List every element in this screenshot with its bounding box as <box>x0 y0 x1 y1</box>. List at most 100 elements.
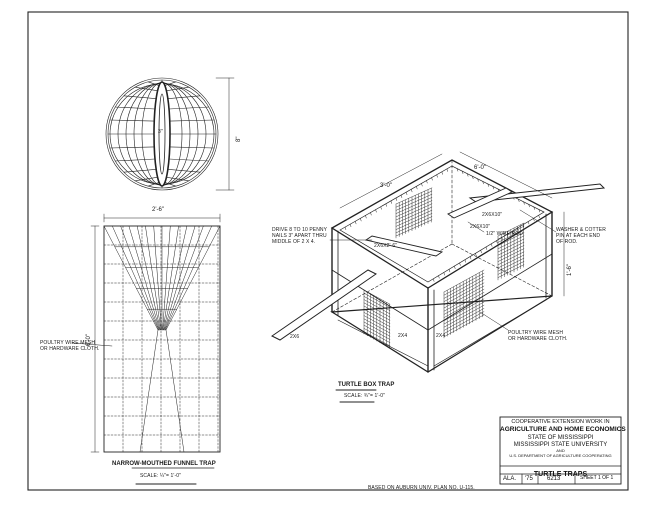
mesh-panel-back <box>395 209 433 227</box>
label-2x6: 2X6 <box>290 334 300 340</box>
title-block-frame <box>335 389 622 485</box>
mesh-panel-front-right <box>443 298 485 322</box>
title-block-line2: AGRICULTURE AND HOME ECONOMICS <box>500 426 626 433</box>
mesh-panel-front-left <box>363 315 391 331</box>
box-trap-title: TURTLE BOX TRAP <box>338 382 395 388</box>
frame-tick <box>496 240 498 244</box>
funnel-radial-line <box>169 146 215 149</box>
funnel-radial-line <box>163 181 177 187</box>
funnel-wire <box>103 225 159 331</box>
mesh-panel-front-left <box>363 296 391 311</box>
funnel-wire <box>164 225 196 331</box>
title-block-line4: MISSISSIPPI STATE UNIVERSITY <box>513 442 608 448</box>
washer-note-1: WASHER & COTTER <box>556 227 606 233</box>
frame-tick <box>487 183 489 187</box>
mesh-panel-front-right <box>443 272 485 296</box>
frame-tick <box>512 230 514 234</box>
mesh-panel-front-right <box>443 276 485 299</box>
mesh-panel-front-right <box>443 311 485 334</box>
funnel-wire <box>128 225 160 331</box>
frame-tick <box>431 177 433 181</box>
frame-tick <box>533 206 535 210</box>
washer-note-3: OF ROD. <box>556 239 578 245</box>
mesh-panel-right <box>497 232 525 246</box>
poultry-wire-left-1: POULTRY WIRE MESH <box>40 340 96 346</box>
circle-diameter-dim: 8" <box>236 136 242 142</box>
frame-tick <box>523 201 525 205</box>
frame-tick <box>454 265 456 269</box>
mesh-panel-back <box>395 193 433 211</box>
mesh-panel-front-right <box>443 301 485 325</box>
frame-tick <box>533 218 535 222</box>
frame-tick <box>538 209 540 213</box>
mesh-panel-back <box>395 200 433 218</box>
title-block-state: ALA. <box>503 476 517 482</box>
mesh-panel-right <box>497 241 525 256</box>
mesh-panel-front-right <box>443 314 485 338</box>
funnel-radial-line <box>168 158 210 162</box>
poultry-wire-left-2: OR HARDWARE CLOTH. <box>40 346 100 352</box>
title-block: COOPERATIVE EXTENSION WORK IN AGRICULTUR… <box>500 417 626 484</box>
frame-tick <box>459 262 461 266</box>
turtle-box-trap <box>271 151 606 373</box>
frame-tick <box>375 209 377 213</box>
frame-tick <box>441 171 443 175</box>
frame-tick <box>448 269 451 273</box>
box-side-dim: 6'-0" <box>474 165 486 171</box>
frame-tick <box>370 212 372 216</box>
frame-tick <box>355 221 357 225</box>
funnel-top-dim: 2'-6" <box>152 207 164 213</box>
mesh-panel-front-right <box>443 295 485 318</box>
mesh-panel-front-right <box>443 285 485 309</box>
drive-nails-2: NAILS 3" APART THRU <box>272 233 327 239</box>
title-block-plan-no: 6213 <box>547 476 561 482</box>
funnel-wire <box>165 225 212 331</box>
frame-tick <box>400 194 403 198</box>
mesh-panel-right <box>497 261 525 275</box>
funnel-wire <box>164 225 204 331</box>
mesh-panel-front-right <box>443 269 485 293</box>
funnel-radial-line <box>134 86 159 92</box>
frame-tick <box>390 200 392 204</box>
mesh-panel-front-right <box>443 304 485 328</box>
funnel-elevation <box>71 213 221 485</box>
frame-tick <box>501 237 503 241</box>
title-block-line3: STATE OF MISSISSIPPI <box>527 435 594 441</box>
frame-tick <box>461 170 464 174</box>
title-block-line1: COOPERATIVE EXTENSION WORK IN <box>511 419 610 425</box>
drawing-title: TURTLE TRAPS <box>533 471 588 478</box>
funnel-radial-line <box>147 81 161 87</box>
mesh-panel-front-left <box>363 308 391 324</box>
mesh-panel-back <box>395 206 433 224</box>
frame-tick <box>492 186 494 190</box>
funnel-radial-line <box>165 86 190 92</box>
mesh-panel-right <box>497 238 525 253</box>
based-on-note: BASED ON AUBURN UNIV. PLAN NO. U-115. <box>368 485 475 491</box>
frame-tick <box>344 226 347 230</box>
funnel-wire <box>112 225 159 331</box>
funnel-trap-scale: SCALE: ¼"= 1'-0" <box>140 473 181 479</box>
frame-tick <box>438 275 440 279</box>
mesh-panel-front-left <box>363 318 391 334</box>
title-block-line6: U.S. DEPARTMENT OF AGRICULTURE COOPERATI… <box>509 453 612 458</box>
funnel-wire <box>120 225 160 331</box>
funnel-wire <box>162 225 171 331</box>
frame-tick <box>472 175 474 180</box>
mesh-panel-back <box>395 190 433 208</box>
mesh-panel-front-right <box>443 308 485 331</box>
funnel-wire <box>162 225 179 331</box>
frame-tick <box>528 204 530 208</box>
mesh-panel-right <box>497 257 525 272</box>
frame-tick <box>527 221 530 225</box>
mesh-panel-right <box>497 248 525 262</box>
frame-tick <box>421 183 423 187</box>
mesh-panel-front-left <box>363 331 391 347</box>
mesh-panel-front-left <box>363 321 391 337</box>
mesh-panel-right <box>497 251 525 266</box>
mesh-panel-back <box>395 203 433 221</box>
frame-tick <box>411 189 413 193</box>
mesh-panel-back <box>395 213 433 230</box>
funnel-radial-line <box>123 95 157 99</box>
mesh-panel-back <box>395 219 433 237</box>
